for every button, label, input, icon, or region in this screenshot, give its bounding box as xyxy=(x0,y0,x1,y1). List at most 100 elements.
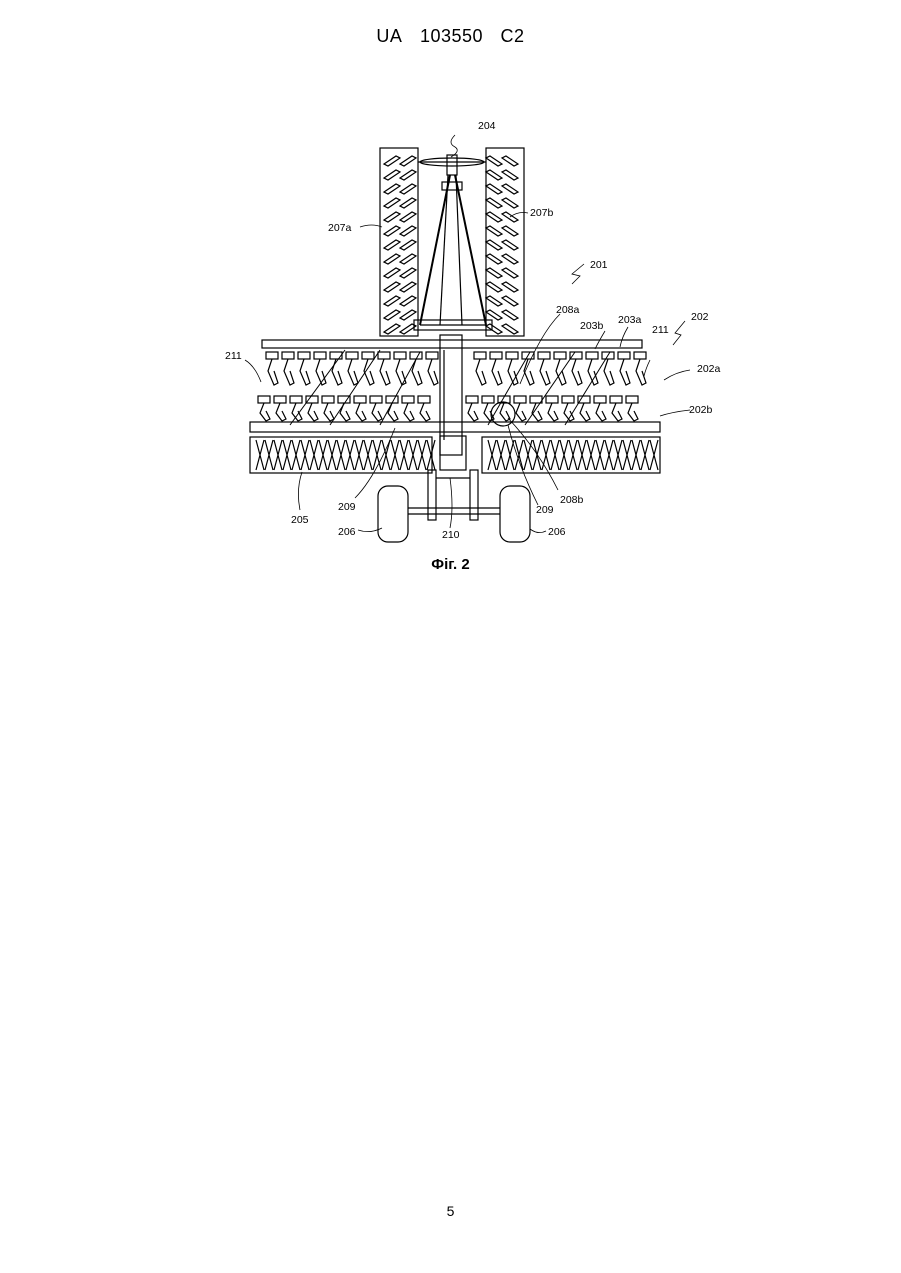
tread-chevron xyxy=(486,296,518,306)
tread-chevron xyxy=(384,240,416,250)
disc-mount xyxy=(354,396,366,403)
ref-208a: 208a xyxy=(556,304,580,316)
roller-bar xyxy=(605,440,613,470)
disc-blade xyxy=(492,359,502,385)
page-number: 5 xyxy=(0,1203,901,1219)
roller-bar xyxy=(292,440,300,470)
disc-blade xyxy=(324,403,334,421)
disc-blade xyxy=(484,403,494,421)
figure-caption: Фіг. 2 xyxy=(0,556,901,573)
disc-blade xyxy=(276,403,286,421)
disc-mount xyxy=(290,396,302,403)
disc-mount xyxy=(506,352,518,359)
roller-bar xyxy=(524,440,532,470)
transport-wheel-right xyxy=(500,486,530,542)
roller-bar xyxy=(400,440,408,470)
roller-bar xyxy=(283,440,291,470)
disc-blade xyxy=(604,359,614,385)
tread-chevron xyxy=(486,198,518,208)
ref-206-right: 206 xyxy=(548,526,566,538)
roller-bar xyxy=(319,440,327,470)
tread-chevron xyxy=(384,184,416,194)
roller-bar xyxy=(301,440,309,470)
disc-mount xyxy=(346,352,358,359)
tread-chevron xyxy=(384,198,416,208)
disc-mount xyxy=(578,396,590,403)
disc-blade xyxy=(268,359,278,385)
disc-mount xyxy=(258,396,270,403)
tread-chevron xyxy=(384,170,416,180)
disc-blade xyxy=(580,403,590,421)
disc-blade xyxy=(316,359,326,385)
tractor-tire-left xyxy=(380,148,418,336)
disc-blade xyxy=(260,403,270,421)
disc-mount xyxy=(410,352,422,359)
tread-chevron xyxy=(486,268,518,278)
disc-blade xyxy=(596,403,606,421)
roller-bar xyxy=(623,440,631,470)
disc-blade xyxy=(340,403,350,421)
roller-bar xyxy=(409,440,417,470)
roller-bar xyxy=(427,440,435,470)
roller-bar xyxy=(506,440,514,470)
ref-202a: 202a xyxy=(697,363,721,375)
ref-204: 204 xyxy=(478,120,496,132)
roller-bar xyxy=(373,440,381,470)
ref-209-right: 209 xyxy=(536,504,554,516)
roller-bar xyxy=(551,440,559,470)
ref-210: 210 xyxy=(442,529,460,541)
disc-mount xyxy=(426,352,438,359)
disc-blade xyxy=(308,403,318,421)
disc-mount xyxy=(514,396,526,403)
disc-blade xyxy=(372,403,382,421)
roller-bar xyxy=(346,440,354,470)
disc-mount xyxy=(306,396,318,403)
ref-211-right: 211 xyxy=(652,324,669,336)
disc-mount xyxy=(314,352,326,359)
roller-bar xyxy=(596,440,604,470)
tread-chevron xyxy=(486,310,518,320)
tread-chevron xyxy=(384,226,416,236)
tread-chevron xyxy=(486,282,518,292)
roller-bar xyxy=(578,440,586,470)
packer-roller-left xyxy=(250,437,435,473)
roller-bar xyxy=(364,440,372,470)
roller-bar xyxy=(355,440,363,470)
tread-chevron xyxy=(486,156,518,166)
disc-blade xyxy=(620,359,630,385)
disc-mount xyxy=(466,396,478,403)
disc-mount xyxy=(298,352,310,359)
disc-blade xyxy=(636,359,646,385)
tread-chevron xyxy=(384,212,416,222)
ref-203b: 203b xyxy=(580,320,604,332)
roller-bar xyxy=(310,440,318,470)
disc-mount xyxy=(362,352,374,359)
ref-203a: 203a xyxy=(618,314,642,326)
disc-mount xyxy=(322,396,334,403)
ref-207a: 207a xyxy=(328,222,352,234)
disc-blade xyxy=(284,359,294,385)
packer-roller-right xyxy=(482,437,660,473)
roller-bar xyxy=(560,440,568,470)
roller-bar xyxy=(418,440,426,470)
roller-bar xyxy=(515,440,523,470)
tractor-tire-right xyxy=(486,148,524,336)
tread-chevron xyxy=(486,212,518,222)
disc-mount xyxy=(402,396,414,403)
disc-blade xyxy=(332,359,342,385)
tread-chevron xyxy=(486,254,518,264)
disc-blade xyxy=(380,359,390,385)
disc-mount xyxy=(538,352,550,359)
disc-blade xyxy=(348,359,358,385)
disc-blade xyxy=(428,359,438,385)
disc-blade xyxy=(628,403,638,421)
disc-mount xyxy=(570,352,582,359)
disc-blade xyxy=(300,359,310,385)
tread-chevron xyxy=(486,324,518,334)
tread-chevron xyxy=(384,310,416,320)
tread-chevron xyxy=(486,240,518,250)
roller-bar xyxy=(328,440,336,470)
disc-mount xyxy=(490,352,502,359)
ref-206-left: 206 xyxy=(338,526,356,538)
roller-bar xyxy=(497,440,505,470)
